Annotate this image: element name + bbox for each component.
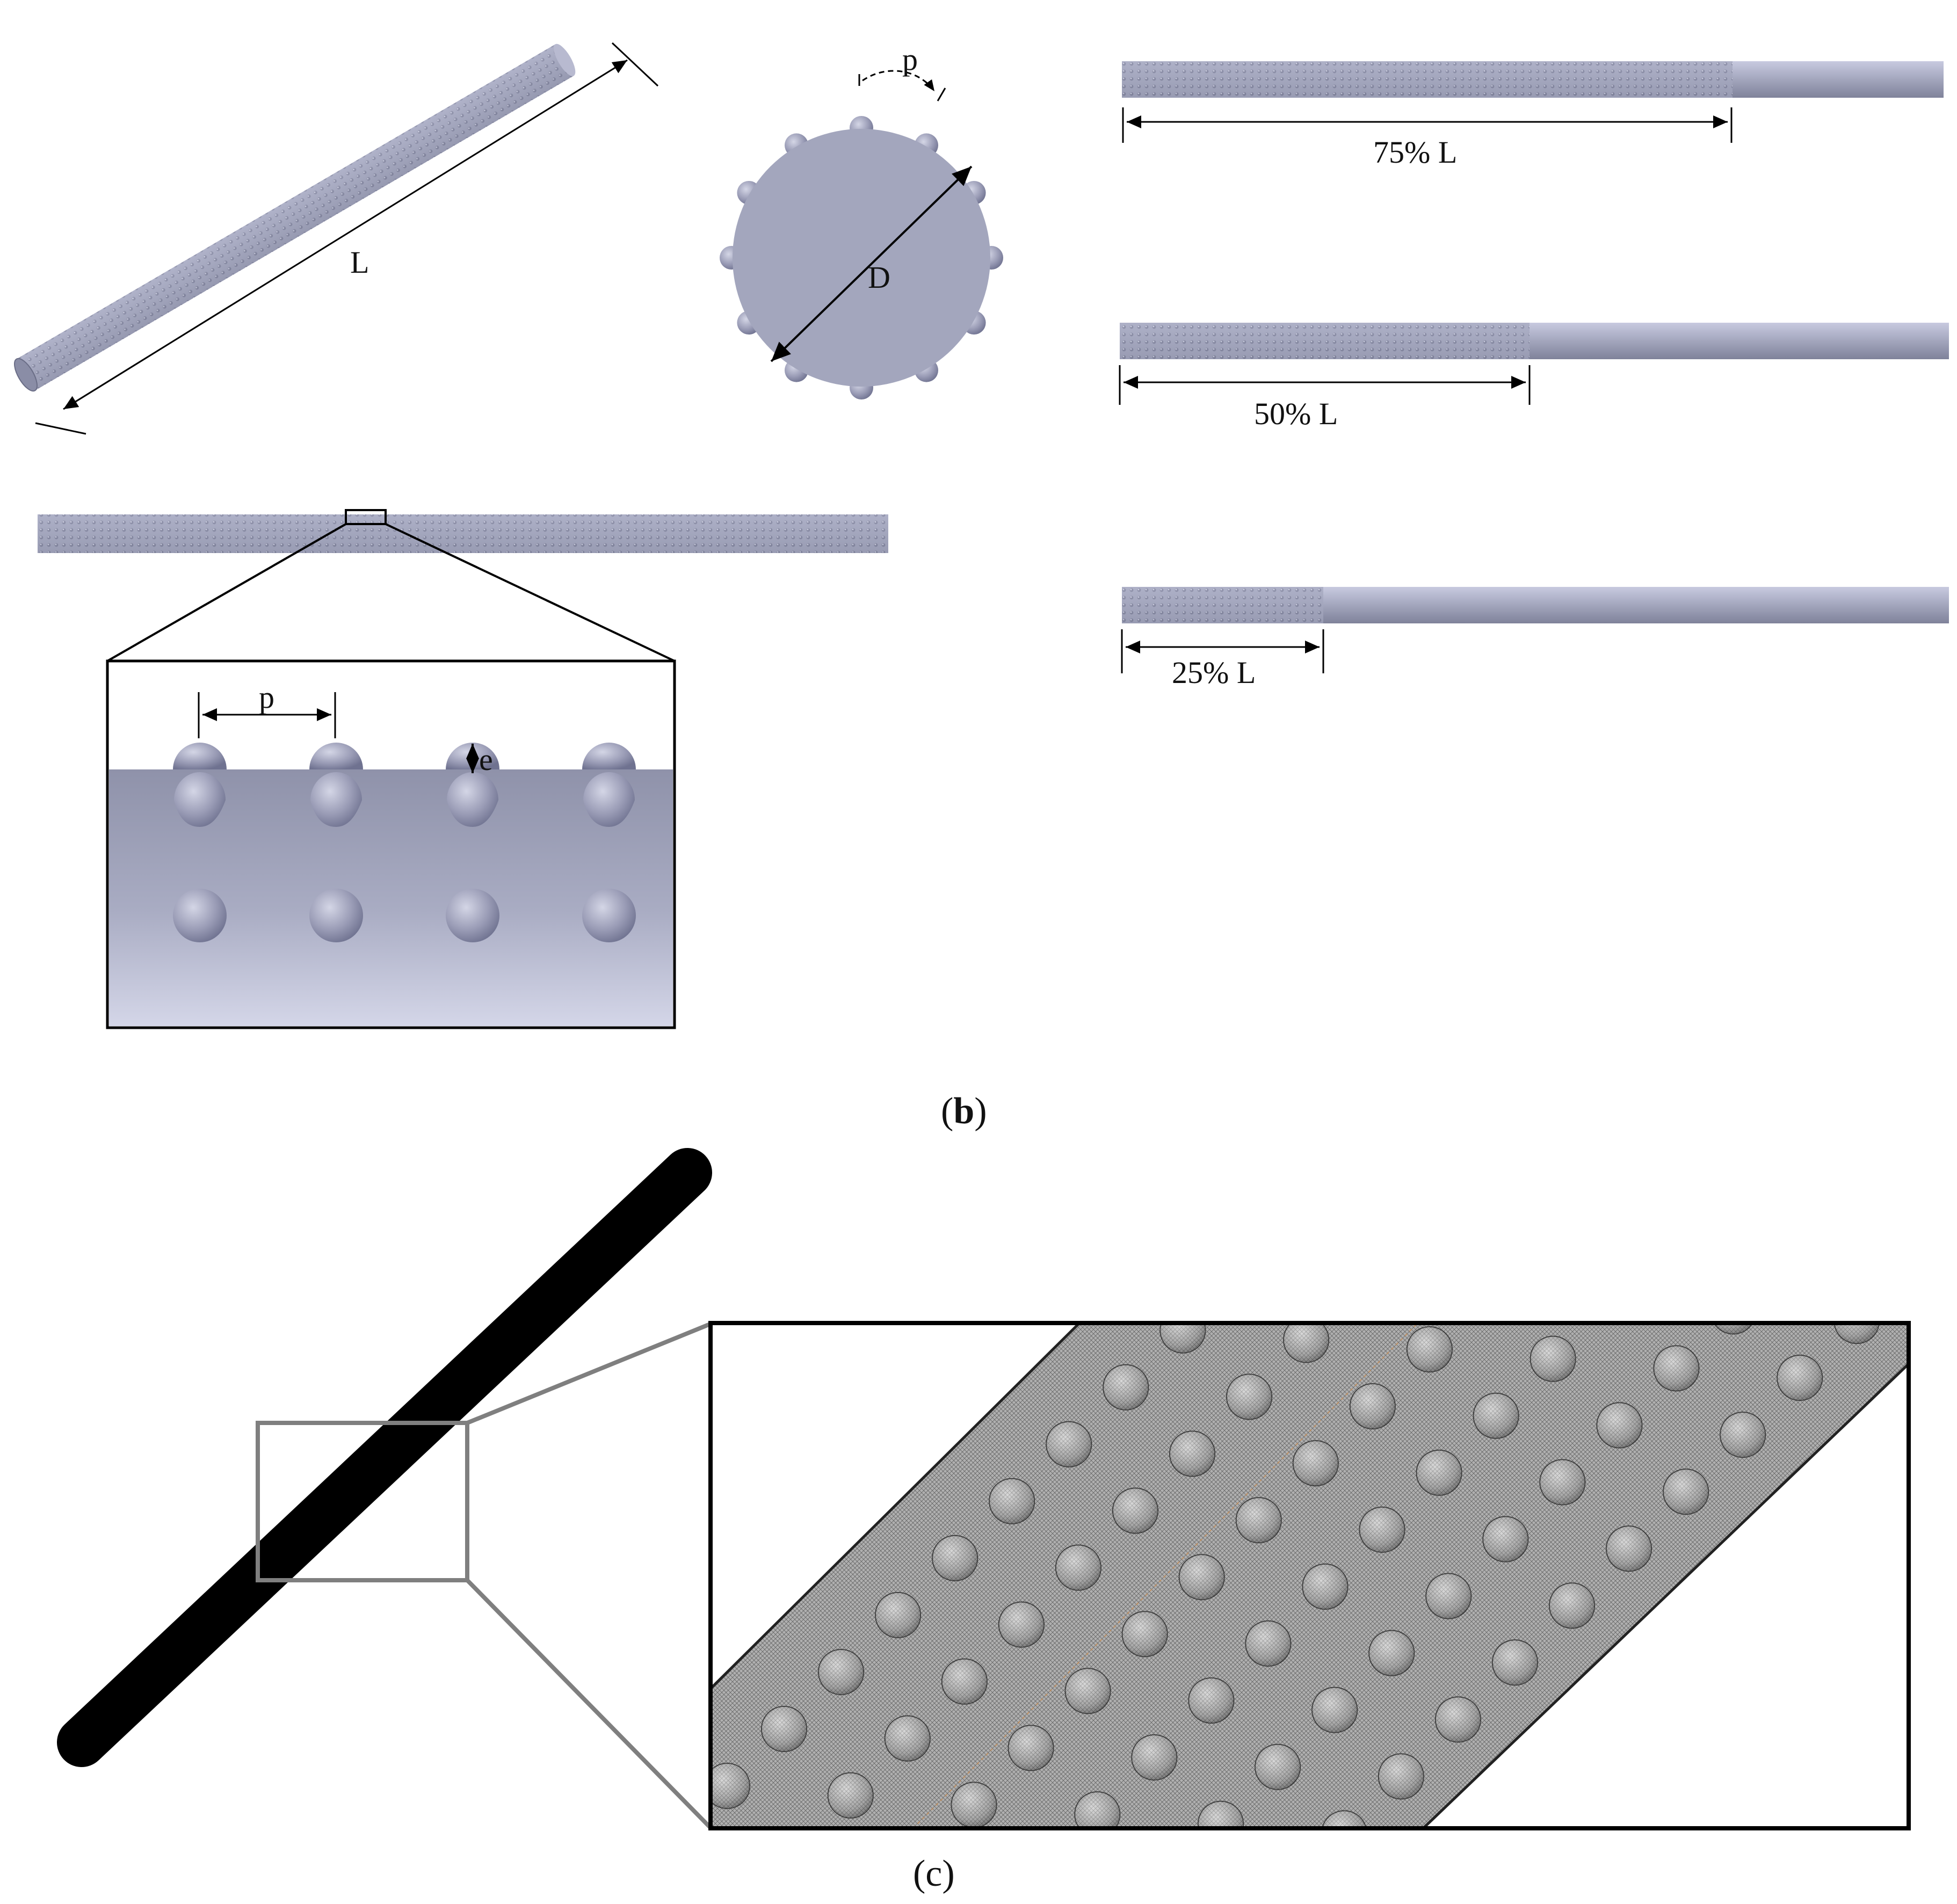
mesh-overview-rod — [57, 1148, 712, 1829]
cross-section-disc — [733, 129, 990, 387]
dimple-row-2 — [582, 889, 636, 942]
mesh-frame — [708, 1321, 1911, 1830]
dimple-row-1 — [447, 772, 498, 827]
label-height: e — [479, 742, 493, 777]
side-view-rod — [38, 509, 888, 662]
caption-b-open: ( — [941, 1091, 953, 1132]
zoom-selector — [345, 509, 387, 525]
cross-section: D p — [720, 42, 1003, 399]
rod-end-face — [14, 358, 38, 392]
mesh-detail — [708, 1321, 1911, 1830]
label-length: L — [350, 245, 369, 280]
dimple-row-2 — [309, 889, 363, 942]
dimple-row-2 — [173, 889, 227, 942]
label-pitch-circumferential: p — [902, 42, 918, 77]
dimple-row-2 — [446, 889, 499, 942]
coverage-rod-25: 25% L — [1121, 587, 1949, 690]
caption-b-letter: b — [953, 1091, 974, 1132]
label-75: 75% L — [1373, 135, 1457, 170]
caption-c: (c) — [913, 1853, 955, 1894]
dimple-top-edge — [173, 743, 227, 769]
dimple-row-1 — [174, 772, 226, 827]
caption-b: (b) — [941, 1091, 987, 1132]
isometric-rod: L — [14, 42, 659, 435]
label-50: 50% L — [1254, 396, 1338, 431]
pitch-arc — [862, 70, 936, 92]
detail-view: p e — [106, 659, 676, 1029]
zoom-selector — [256, 1421, 469, 1582]
mesh-dimples — [711, 1323, 1880, 1828]
dimple-top-edge — [582, 743, 636, 769]
dimension-arrow-length — [63, 59, 628, 410]
label-diameter: D — [868, 260, 890, 295]
dimple-row-1 — [583, 772, 635, 827]
label-pitch: p — [259, 680, 274, 715]
rod-silhouette — [57, 1148, 712, 1767]
coverage-rod-75: 75% L — [1122, 61, 1944, 170]
coverage-rod-50: 50% L — [1119, 323, 1949, 431]
label-25: 25% L — [1172, 655, 1256, 690]
caption-b-close: ) — [974, 1091, 987, 1132]
detail-dimples — [173, 743, 636, 942]
dimple-row-1 — [310, 772, 362, 827]
dimension-arrow-diameter — [770, 165, 973, 362]
dimple-top-edge — [309, 743, 363, 769]
extension-line-bottom — [35, 422, 86, 435]
extension-line-top — [611, 42, 659, 87]
